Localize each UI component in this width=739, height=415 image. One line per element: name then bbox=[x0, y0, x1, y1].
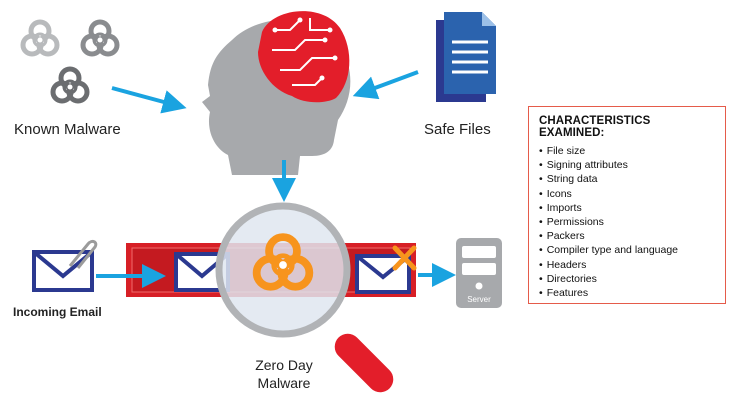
characteristics-title: CHARACTERISTICS EXAMINED: bbox=[539, 115, 651, 139]
incoming-email-label: Incoming Email bbox=[13, 305, 102, 319]
safe-files-label: Safe Files bbox=[424, 121, 491, 138]
envelope-icon bbox=[32, 250, 94, 292]
list-item: Features bbox=[539, 286, 715, 300]
list-item: Compiler type and language bbox=[539, 243, 715, 257]
list-item: String data bbox=[539, 172, 715, 186]
zero-day-line-2: Malware bbox=[257, 375, 311, 391]
zero-day-malware-label: Zero Day Malware bbox=[234, 356, 334, 392]
characteristics-box: CHARACTERISTICS EXAMINED: File size Sign… bbox=[528, 106, 726, 304]
paperclip-icon bbox=[68, 239, 98, 269]
biohazard-icon bbox=[23, 22, 57, 54]
list-item: Signing attributes bbox=[539, 158, 715, 172]
biohazard-icon bbox=[53, 69, 87, 101]
arrow-known-to-head bbox=[111, 86, 187, 114]
x-mark-icon bbox=[392, 245, 417, 271]
brain-circuit-icon bbox=[258, 11, 350, 103]
zero-day-line-1: Zero Day bbox=[255, 357, 313, 373]
known-malware-label: Known Malware bbox=[14, 121, 121, 138]
server-icon: Server bbox=[456, 238, 502, 308]
server-label: Server bbox=[467, 295, 491, 304]
list-item: Icons bbox=[539, 187, 715, 201]
biohazard-icon bbox=[83, 22, 117, 54]
document-icon bbox=[436, 12, 496, 102]
list-item: Packers bbox=[539, 229, 715, 243]
list-item: Permissions bbox=[539, 215, 715, 229]
list-item: Imports bbox=[539, 201, 715, 215]
arrow-safe-to-head bbox=[352, 70, 419, 100]
list-item: Directories bbox=[539, 272, 715, 286]
list-item: File size bbox=[539, 144, 715, 158]
characteristics-list: File size Signing attributes String data… bbox=[539, 144, 715, 300]
list-item: Headers bbox=[539, 258, 715, 272]
